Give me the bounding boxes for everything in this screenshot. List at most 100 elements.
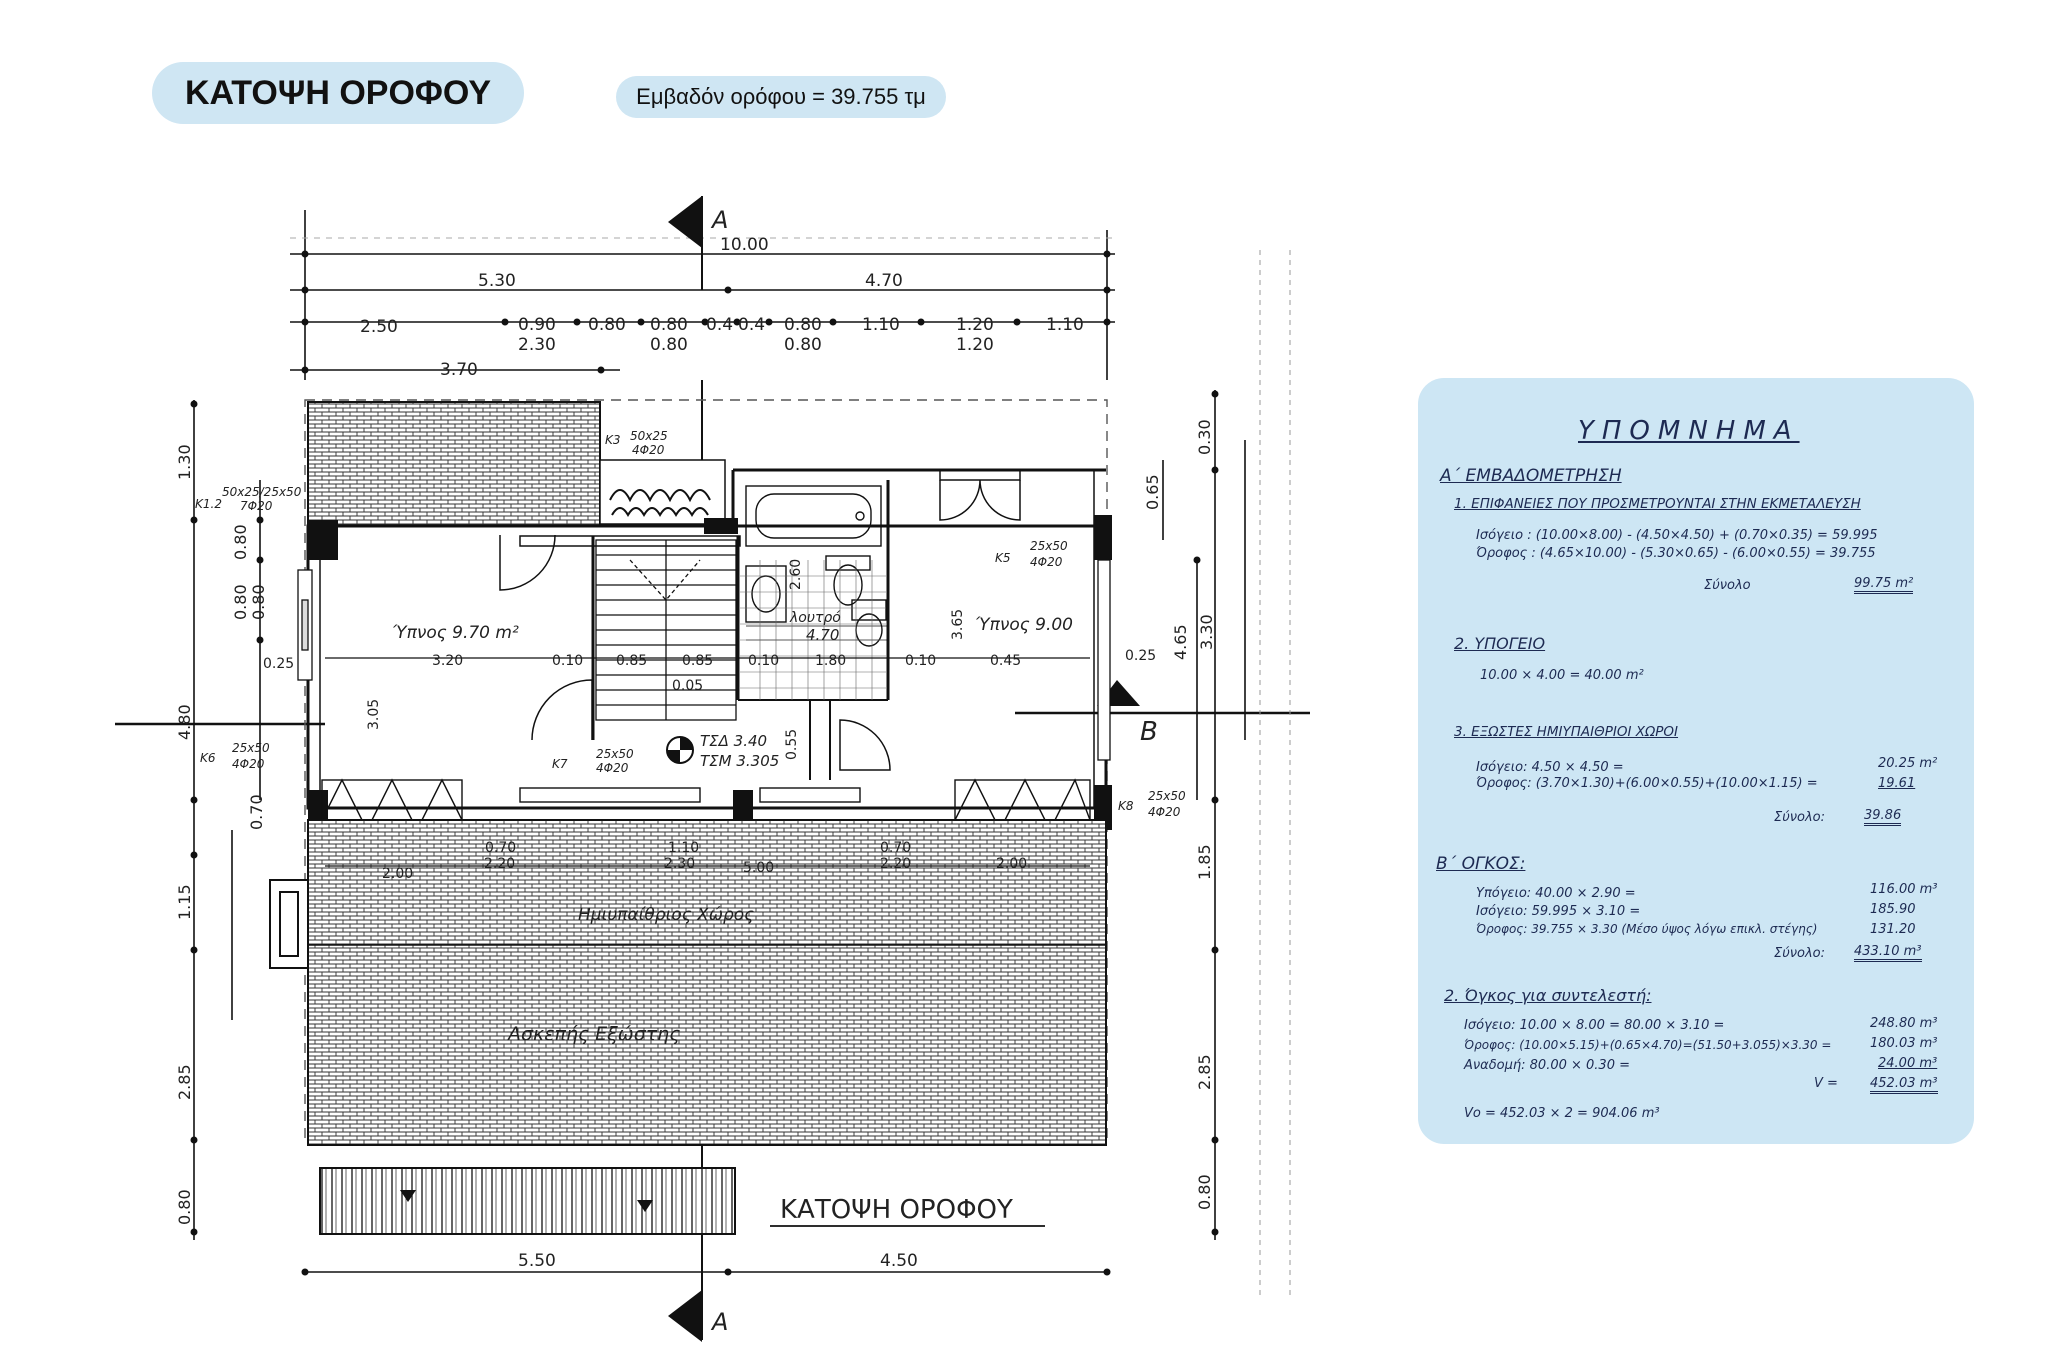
floor-plan-drawing: 10.00 5.30 4.70 2.50 0.90 0.80 0.80 0.4 … bbox=[115, 196, 1310, 1342]
svg-text:4.65: 4.65 bbox=[1171, 624, 1190, 660]
svg-text:0.80: 0.80 bbox=[1195, 1174, 1214, 1210]
dim-0-80c: 0.80 bbox=[784, 315, 822, 335]
svg-text:0.25: 0.25 bbox=[263, 656, 294, 672]
right-grid-lines bbox=[1259, 250, 1291, 1300]
svg-text:4Φ20: 4Φ20 bbox=[232, 757, 265, 771]
legend-sub1: 1. ΕΠΙΦΑΝΕΙΕΣ ΠΟΥ ΠΡΟΣΜΕΤΡΟΥΝΤΑΙ ΣΤΗΝ ΕΚ… bbox=[1454, 496, 1861, 512]
bathroom-tiles bbox=[740, 560, 886, 700]
dim-0-80a: 0.80 bbox=[588, 315, 626, 335]
legend-c-v1: 248.80 m³ bbox=[1870, 1016, 1938, 1031]
legend-s3-total-label: Σύνολο: bbox=[1774, 810, 1825, 825]
svg-text:5.00: 5.00 bbox=[743, 860, 774, 876]
legend-section-b: Β΄ ΟΓΚΟΣ: bbox=[1436, 854, 1526, 874]
top-dimension-ticks bbox=[301, 250, 1111, 374]
svg-text:ΤΣΔ 3.40: ΤΣΔ 3.40 bbox=[700, 732, 767, 750]
section-a-top-marker: A bbox=[668, 196, 728, 290]
svg-text:1.30: 1.30 bbox=[175, 444, 194, 480]
svg-text:K3: K3 bbox=[605, 433, 621, 447]
inner-dimension-labels: 3.20 0.10 0.85 0.85 0.10 1.80 0.10 0.45 … bbox=[263, 559, 1156, 882]
exercise-label: Ασκεπής Εξώστης bbox=[506, 1023, 680, 1045]
dim-3-70: 3.70 bbox=[440, 360, 478, 380]
svg-text:4.80: 4.80 bbox=[175, 704, 194, 740]
legend-title: ΥΠΟΜΝΗΜΑ bbox=[1578, 416, 1800, 446]
legend-s3-l1: Ισόγειο: 4.50 × 4.50 = bbox=[1476, 760, 1624, 775]
left-window bbox=[297, 569, 313, 681]
svg-text:0.10: 0.10 bbox=[905, 653, 936, 669]
svg-text:1.15: 1.15 bbox=[175, 884, 194, 920]
legend-b-l1: Υπόγειο: 40.00 × 2.90 = bbox=[1476, 886, 1636, 901]
bedroom1-label: Ύπνος 9.70 m² bbox=[392, 623, 519, 643]
svg-text:50x25: 50x25 bbox=[630, 429, 668, 443]
legend-s1-l2: Όροφος : (4.65×10.00) - (5.30×0.65) - (6… bbox=[1476, 546, 1876, 561]
legend-s3-v2: 19.61 bbox=[1878, 776, 1916, 791]
legend-s2-l1: 10.00 × 4.00 = 40.00 m² bbox=[1480, 668, 1644, 683]
legend-c-l2: Όροφος: (10.00×5.15)+(0.65×4.70)=(51.50+… bbox=[1464, 1038, 1832, 1052]
legend-s1-total: 99.75 m² bbox=[1854, 576, 1914, 594]
svg-text:0.80: 0.80 bbox=[231, 524, 250, 560]
svg-text:0.70: 0.70 bbox=[485, 840, 516, 856]
legend-b-l2: Ισόγειο: 59.995 × 3.10 = bbox=[1476, 904, 1641, 919]
legend-c-v-total: 452.03 m³ bbox=[1870, 1076, 1938, 1094]
legend-s1-total-label: Σύνολο bbox=[1704, 578, 1751, 593]
svg-text:2.00: 2.00 bbox=[996, 856, 1027, 872]
dim-2-30: 2.30 bbox=[518, 335, 556, 355]
plan-caption: ΚΑΤΟΨΗ ΟΡΟΦΟΥ bbox=[770, 1195, 1045, 1227]
bottom-railing bbox=[319, 1167, 736, 1235]
svg-text:3.20: 3.20 bbox=[432, 653, 463, 669]
page-title: ΚΑΤΟΨΗ ΟΡΟΦΟΥ bbox=[152, 62, 524, 124]
svg-text:25x50: 25x50 bbox=[1148, 789, 1186, 803]
svg-text:2.00: 2.00 bbox=[382, 866, 413, 882]
svg-text:25x50: 25x50 bbox=[1030, 539, 1068, 553]
legend-b-total: 433.10 m³ bbox=[1854, 944, 1922, 962]
legend-section-c: 2. Όγκος για συντελεστή: bbox=[1444, 986, 1652, 1005]
legend-b-v1: 116.00 m³ bbox=[1870, 882, 1938, 897]
right-window bbox=[1097, 559, 1111, 761]
legend-c-l1: Ισόγειο: 10.00 × 8.00 = 80.00 × 3.10 = bbox=[1464, 1018, 1725, 1033]
doors bbox=[499, 479, 1021, 771]
dim-0-80b: 0.80 bbox=[650, 315, 688, 335]
structural-columns bbox=[308, 515, 1112, 840]
dim-5-30: 5.30 bbox=[478, 271, 516, 291]
svg-text:0.70: 0.70 bbox=[880, 840, 911, 856]
svg-text:2.85: 2.85 bbox=[1195, 1054, 1214, 1090]
legend-s3-v1: 20.25 m² bbox=[1878, 756, 1938, 771]
dim-0-90: 0.90 bbox=[518, 315, 556, 335]
wc-area-label: 4.70 bbox=[806, 626, 839, 644]
svg-text:0.45: 0.45 bbox=[990, 653, 1021, 669]
svg-text:K1.2: K1.2 bbox=[195, 497, 222, 511]
svg-text:0.80: 0.80 bbox=[249, 584, 268, 620]
dim-1-10a: 1.10 bbox=[862, 315, 900, 335]
legend-sub3: 3. ΕΞΩΣΤΕΣ ΗΜΙΥΠΑΙΘΡΙΟΙ ΧΩΡΟΙ bbox=[1454, 724, 1679, 740]
svg-text:4Φ20: 4Φ20 bbox=[632, 443, 665, 457]
top-dimension-labels: 10.00 5.30 4.70 2.50 0.90 0.80 0.80 0.4 … bbox=[360, 235, 1084, 380]
legend-c-l3: Αναδομή: 80.00 × 0.30 = bbox=[1464, 1058, 1630, 1073]
svg-text:50x25/25x50: 50x25/25x50 bbox=[222, 485, 302, 499]
svg-text:1.85: 1.85 bbox=[1195, 844, 1214, 880]
svg-text:0.80: 0.80 bbox=[231, 584, 250, 620]
legend-c-v2: 180.03 m³ bbox=[1870, 1036, 1938, 1051]
legend-b-l3: Όροφος: 39.755 × 3.30 (Μέσο ύψος λόγω επ… bbox=[1476, 922, 1818, 936]
legend-sub2: 2. ΥΠΟΓΕΙΟ bbox=[1454, 634, 1546, 653]
svg-text:0.25: 0.25 bbox=[1125, 648, 1156, 664]
terrace-top-left bbox=[307, 401, 601, 527]
svg-text:0.05: 0.05 bbox=[672, 678, 703, 694]
bedroom2-label: Ύπνος 9.00 bbox=[975, 615, 1073, 635]
svg-text:0.10: 0.10 bbox=[552, 653, 583, 669]
dim-10-00: 10.00 bbox=[720, 235, 769, 255]
legend-section-a: Α΄ ΕΜΒΑΔΟΜΕΤΡΗΣΗ bbox=[1440, 466, 1622, 486]
dim-0-4b: 0.4 bbox=[738, 315, 765, 335]
staircase bbox=[595, 539, 737, 721]
svg-text:4Φ20: 4Φ20 bbox=[596, 761, 629, 775]
svg-text:7Φ20: 7Φ20 bbox=[240, 499, 273, 513]
dim-0-80e: 0.80 bbox=[784, 335, 822, 355]
svg-text:1.10: 1.10 bbox=[668, 840, 699, 856]
svg-text:3.05: 3.05 bbox=[366, 699, 382, 730]
svg-text:1.80: 1.80 bbox=[815, 653, 846, 669]
room-labels: Ύπνος 9.70 m² Ύπνος 9.00 λουτρό 4.70 Ημι… bbox=[392, 610, 1073, 1045]
dim-2-50: 2.50 bbox=[360, 317, 398, 337]
svg-text:K7: K7 bbox=[552, 757, 568, 771]
dim-4-70: 4.70 bbox=[865, 271, 903, 291]
svg-text:4Φ20: 4Φ20 bbox=[1030, 555, 1063, 569]
svg-text:0.80: 0.80 bbox=[175, 1189, 194, 1225]
legend-s3-l2: Όροφος: (3.70×1.30)+(6.00×0.55)+(10.00×1… bbox=[1476, 776, 1818, 791]
